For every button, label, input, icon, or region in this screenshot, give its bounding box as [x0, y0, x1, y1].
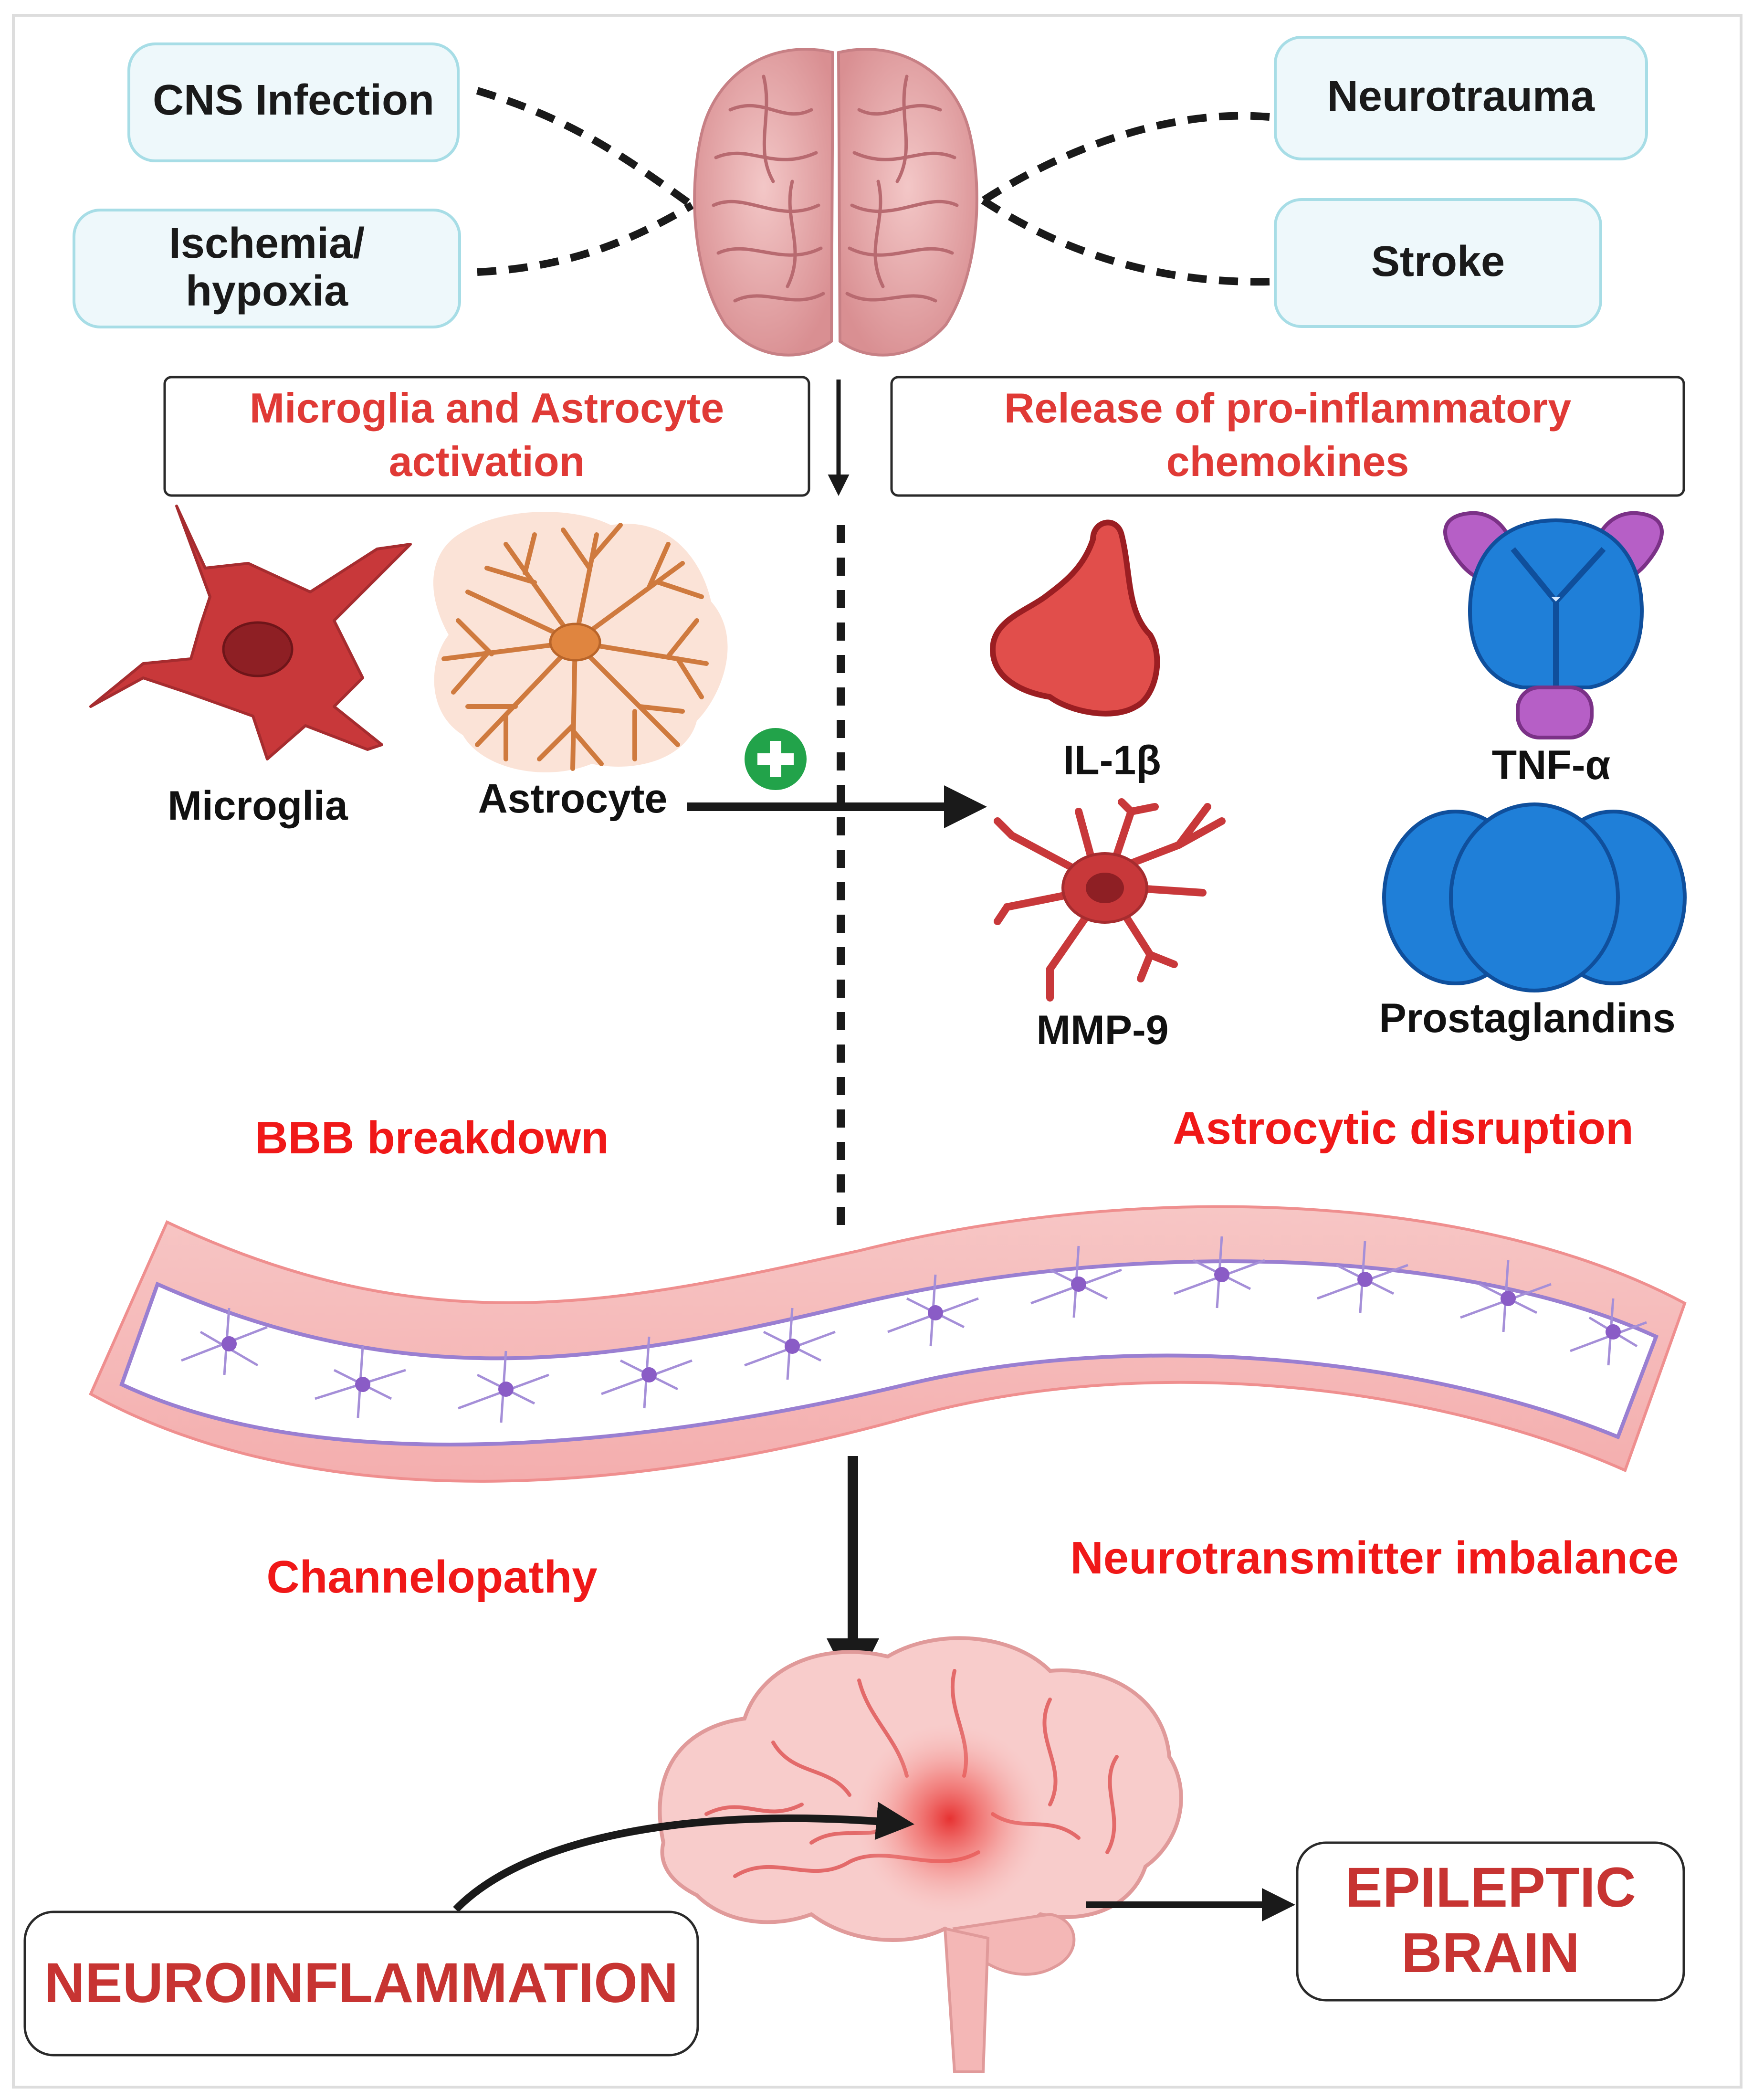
diagram-frame — [12, 14, 1743, 2089]
cause-boxes — [73, 36, 1648, 328]
cns-infection-box — [127, 42, 460, 162]
astrocyte-label: Astrocyte — [478, 776, 668, 822]
bbb-breakdown-label: BBB breakdown — [255, 1112, 609, 1163]
astrocytic-disruption-label: Astrocytic disruption — [1173, 1103, 1634, 1154]
cause-connectors — [476, 87, 1270, 286]
il1b-label: IL-1β — [1063, 738, 1161, 783]
neurotransmitter-imbalance-label: Neurotransmitter imbalance — [1070, 1532, 1679, 1583]
brain-side-icon — [658, 1636, 1183, 2073]
neurotrauma-box — [1274, 36, 1648, 160]
il1b-molecule-icon — [990, 519, 1160, 717]
neuroinflammation-arrow — [453, 1802, 914, 1912]
activation-box — [163, 376, 810, 497]
release-box — [890, 376, 1685, 497]
activation-title-line1: Microglia and Astrocyte — [249, 384, 724, 432]
neuroinflammation-box — [23, 1910, 699, 2057]
microglia-icon — [89, 505, 412, 760]
tnfa-label: TNF-α — [1491, 742, 1611, 788]
ischemia-label-line2: hypoxia — [185, 267, 348, 315]
mmp9-label: MMP-9 — [1036, 1007, 1169, 1053]
stroke-label: Stroke — [1371, 238, 1505, 285]
prostaglandins-label: Prostaglandins — [1379, 995, 1676, 1041]
plus-icon — [745, 728, 807, 790]
ischemia-box — [73, 209, 461, 328]
ischemia-label-line1: Ischemia/ — [168, 220, 365, 267]
prostaglandin-icon — [1382, 802, 1687, 992]
microglia-label: Microglia — [168, 783, 348, 829]
neurotrauma-label: Neurotrauma — [1327, 73, 1595, 120]
cns-infection-label: CNS Infection — [152, 76, 434, 124]
neuroinflammation-label: NEUROINFLAMMATION — [44, 1952, 679, 2015]
astrocyte-icon — [433, 512, 728, 772]
epileptic-brain-box — [1296, 1841, 1685, 2002]
brain-top-icon — [693, 48, 978, 357]
epileptic-label-line2: BRAIN — [1401, 1921, 1580, 1984]
mmp9-cell-icon — [994, 798, 1226, 1002]
tnfa-receptor-icon — [1443, 511, 1664, 739]
epileptic-label-line1: EPILEPTIC — [1345, 1856, 1636, 1919]
channelopathy-label: Channelopathy — [266, 1551, 598, 1603]
release-title-line2: chemokines — [1166, 438, 1409, 485]
stroke-box — [1274, 198, 1602, 328]
activation-title-line2: activation — [388, 438, 585, 485]
blood-vessel-icon — [89, 1205, 1687, 1483]
release-title-line1: Release of pro-inflammatory — [1004, 384, 1572, 432]
